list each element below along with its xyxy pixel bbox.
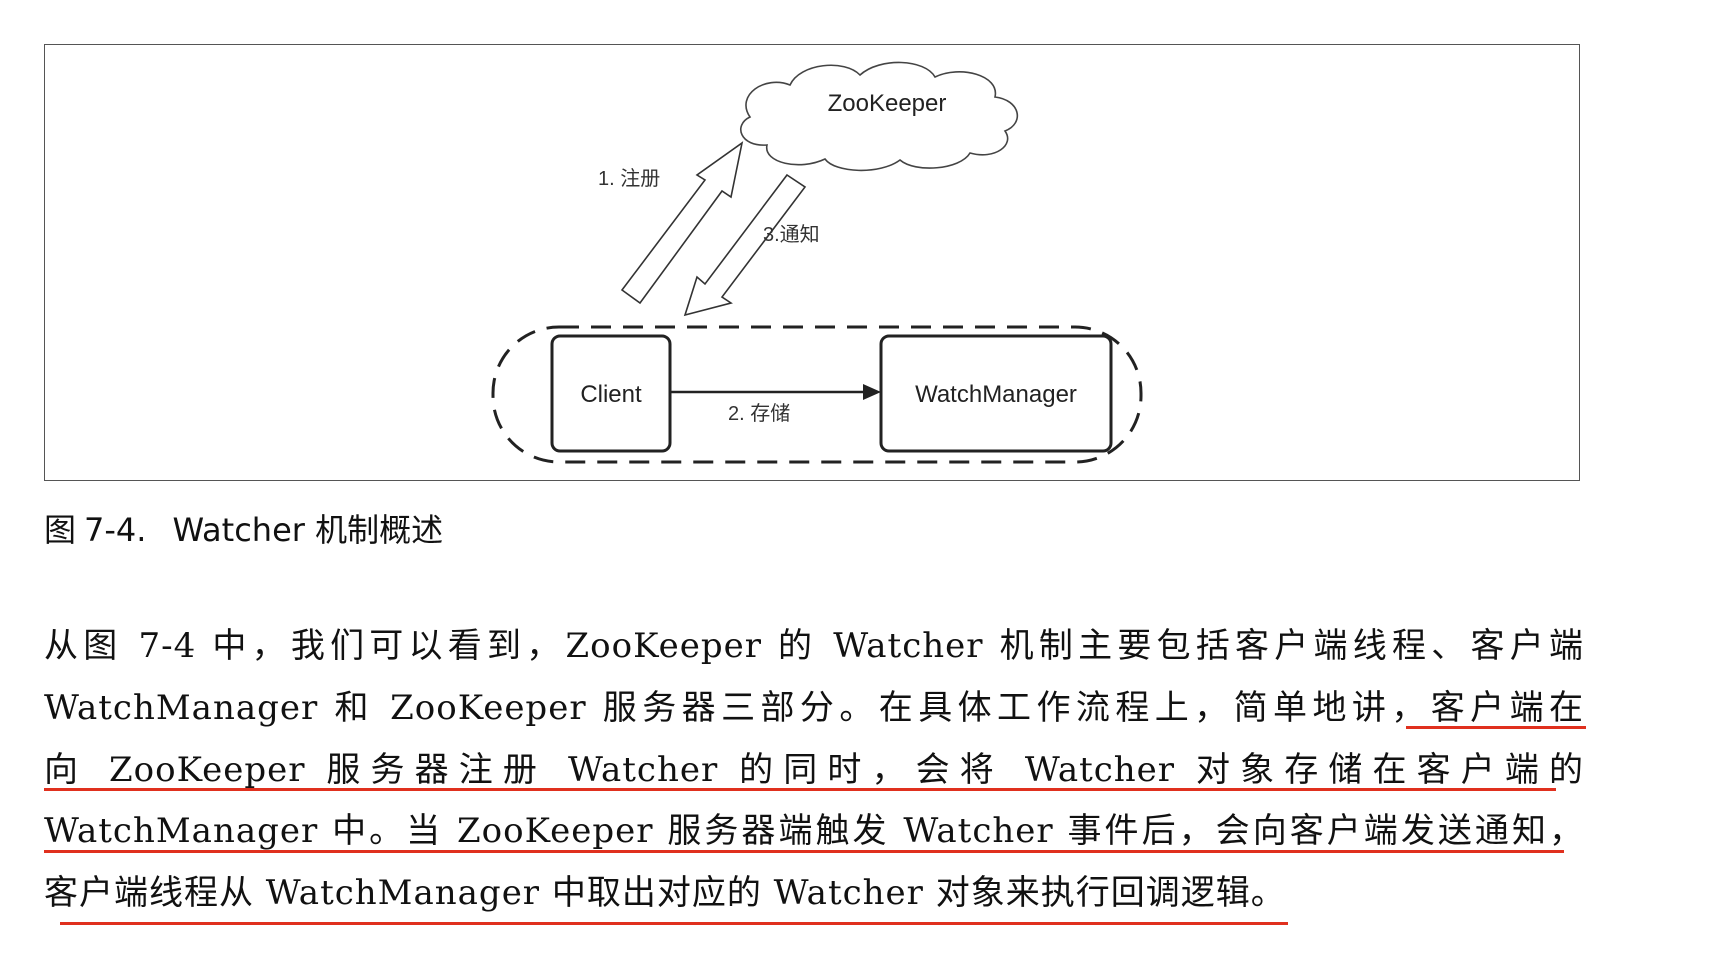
highlight-underline-3 <box>44 850 1564 853</box>
store-arrowhead <box>863 384 881 400</box>
paragraph-line-4: WatchManager 中。当 ZooKeeper 服务器端触发 Watche… <box>44 811 1584 851</box>
notify-arrow <box>683 173 807 317</box>
paragraph-line-5: 客户端线程从 WatchManager 中取出对应的 Watcher 对象来执行… <box>44 873 1286 913</box>
caption-prefix: 图 <box>44 511 77 549</box>
watchmanager-label: WatchManager <box>915 381 1077 408</box>
store-label: 2. 存储 <box>728 402 790 425</box>
client-group-dashed <box>491 325 1143 464</box>
highlight-underline-1 <box>1406 726 1586 729</box>
register-label: 1. 注册 <box>598 167 660 190</box>
watcher-diagram: ZooKeeper 1. 注册 3.通知 Client 2. 存储 WatchM… <box>491 61 1143 464</box>
zookeeper-cloud <box>740 61 1019 172</box>
highlight-underline-4 <box>60 922 1288 925</box>
paragraph-line-3: 向 ZooKeeper 服务器注册 Watcher 的同时，会将 Watcher… <box>44 750 1584 790</box>
caption-number: 7-4. <box>84 511 147 549</box>
client-box <box>550 334 672 453</box>
paragraph-line-2: WatchManager 和 ZooKeeper 服务器三部分。在具体工作流程上… <box>44 688 1584 728</box>
client-label: Client <box>580 381 642 408</box>
notify-label: 3.通知 <box>763 223 820 246</box>
figure-frame: ZooKeeper 1. 注册 3.通知 Client 2. 存储 WatchM… <box>44 44 1580 481</box>
watchmanager-box <box>879 334 1113 453</box>
highlight-underline-2 <box>44 788 1556 791</box>
register-arrow <box>620 141 744 305</box>
caption-title: Watcher 机制概述 <box>172 511 444 549</box>
cloud-label: ZooKeeper <box>828 90 947 117</box>
paragraph-line-1: 从图 7-4 中，我们可以看到，ZooKeeper 的 Watcher 机制主要… <box>44 626 1584 666</box>
